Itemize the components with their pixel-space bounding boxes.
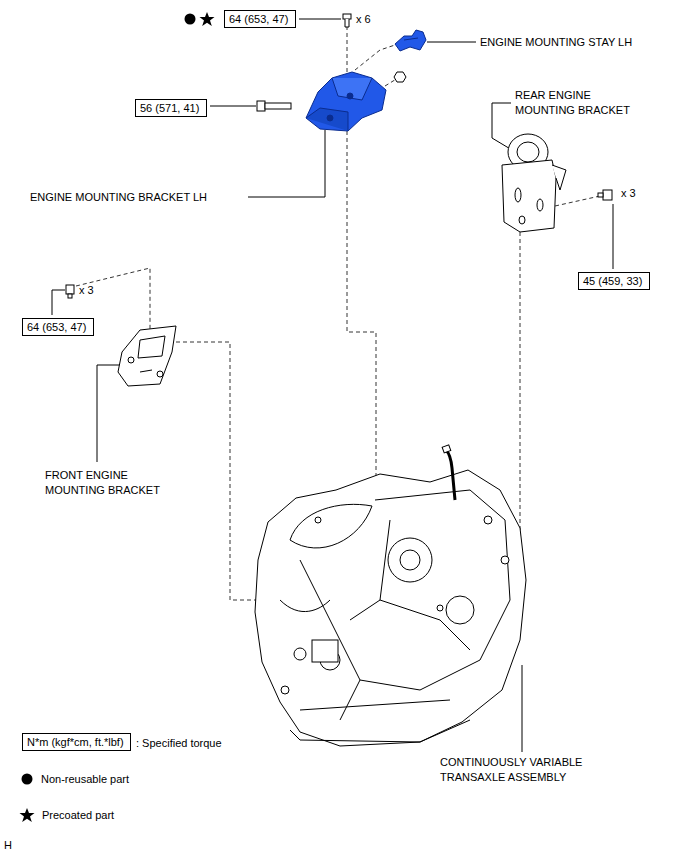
quantity: x 3 bbox=[79, 283, 94, 298]
leader-line bbox=[210, 106, 256, 107]
torque-value: 64 (653, 47) bbox=[27, 321, 86, 333]
quantity: x 6 bbox=[356, 12, 371, 27]
torque-value: 56 (571, 41) bbox=[140, 102, 199, 114]
label-text: x 6 bbox=[356, 13, 371, 25]
dashed-line bbox=[176, 342, 258, 600]
non-reusable-symbol bbox=[22, 774, 33, 785]
part-name: REAR ENGINE MOUNTING BRACKET bbox=[515, 88, 647, 118]
legend-torque-box: N*m (kgf*cm, ft.*lbf) bbox=[22, 733, 131, 751]
label-text: x 3 bbox=[621, 187, 636, 199]
rear-engine-mounting-bracket bbox=[502, 134, 566, 232]
label-text: H bbox=[4, 839, 12, 851]
label-text: ENGINE MOUNTING STAY LH bbox=[480, 36, 632, 48]
non-reusable-symbol bbox=[185, 14, 196, 25]
torque-value: 45 (459, 33) bbox=[583, 275, 642, 287]
engine-mounting-bracket bbox=[306, 72, 386, 131]
engine-mounting-stay bbox=[395, 30, 426, 51]
transaxle-assembly bbox=[255, 445, 526, 746]
dashed-line bbox=[355, 45, 395, 70]
torque-value: 64 (653, 47) bbox=[229, 13, 288, 25]
label-text: x 3 bbox=[79, 284, 94, 296]
legend-item: Non-reusable part bbox=[41, 772, 129, 787]
bolt bbox=[343, 14, 351, 27]
legend-text: Precoated part bbox=[42, 809, 114, 821]
dashed-line bbox=[555, 196, 600, 206]
part-name: FRONT ENGINE MOUNTING BRACKET bbox=[45, 468, 177, 498]
nut bbox=[394, 72, 406, 82]
torque-spec-box: 64 (653, 47) bbox=[224, 10, 296, 28]
leader-line bbox=[299, 19, 341, 20]
leader-line bbox=[492, 103, 512, 150]
bolt bbox=[598, 190, 612, 200]
leader-line bbox=[522, 665, 523, 752]
label-text: FRONT ENGINE MOUNTING BRACKET bbox=[45, 469, 160, 496]
bolt bbox=[257, 101, 291, 111]
part-name: ENGINE MOUNTING STAY LH bbox=[480, 35, 632, 50]
bolt bbox=[66, 285, 74, 298]
front-engine-mounting-bracket bbox=[118, 326, 176, 386]
precoated-symbol bbox=[200, 12, 215, 26]
figure-code: H bbox=[4, 838, 12, 852]
legend-text: Non-reusable part bbox=[41, 773, 129, 785]
legend-text: : Specified torque bbox=[136, 737, 222, 749]
part-name: ENGINE MOUNTING BRACKET LH bbox=[30, 190, 207, 205]
quantity: x 3 bbox=[621, 186, 636, 201]
leader-line bbox=[52, 290, 65, 315]
leader-line bbox=[97, 365, 124, 462]
label-text: ENGINE MOUNTING BRACKET LH bbox=[30, 191, 207, 203]
legend-item: : Specified torque bbox=[136, 736, 222, 751]
part-name: CONTINUOUSLY VARIABLE TRANSAXLE ASSEMBLY bbox=[440, 755, 610, 785]
torque-spec-box: 45 (459, 33) bbox=[578, 272, 650, 290]
torque-value: N*m (kgf*cm, ft.*lbf) bbox=[27, 736, 124, 748]
torque-spec-box: 64 (653, 47) bbox=[22, 318, 94, 336]
leader-line bbox=[427, 42, 476, 43]
torque-spec-box: 56 (571, 41) bbox=[135, 99, 207, 117]
precoated-symbol bbox=[20, 808, 35, 822]
label-text: REAR ENGINE MOUNTING BRACKET bbox=[515, 89, 630, 116]
label-text: CONTINUOUSLY VARIABLE TRANSAXLE ASSEMBLY bbox=[440, 756, 582, 783]
leader-line bbox=[248, 130, 325, 197]
leader-line bbox=[613, 204, 614, 269]
legend-item: Precoated part bbox=[42, 808, 114, 823]
